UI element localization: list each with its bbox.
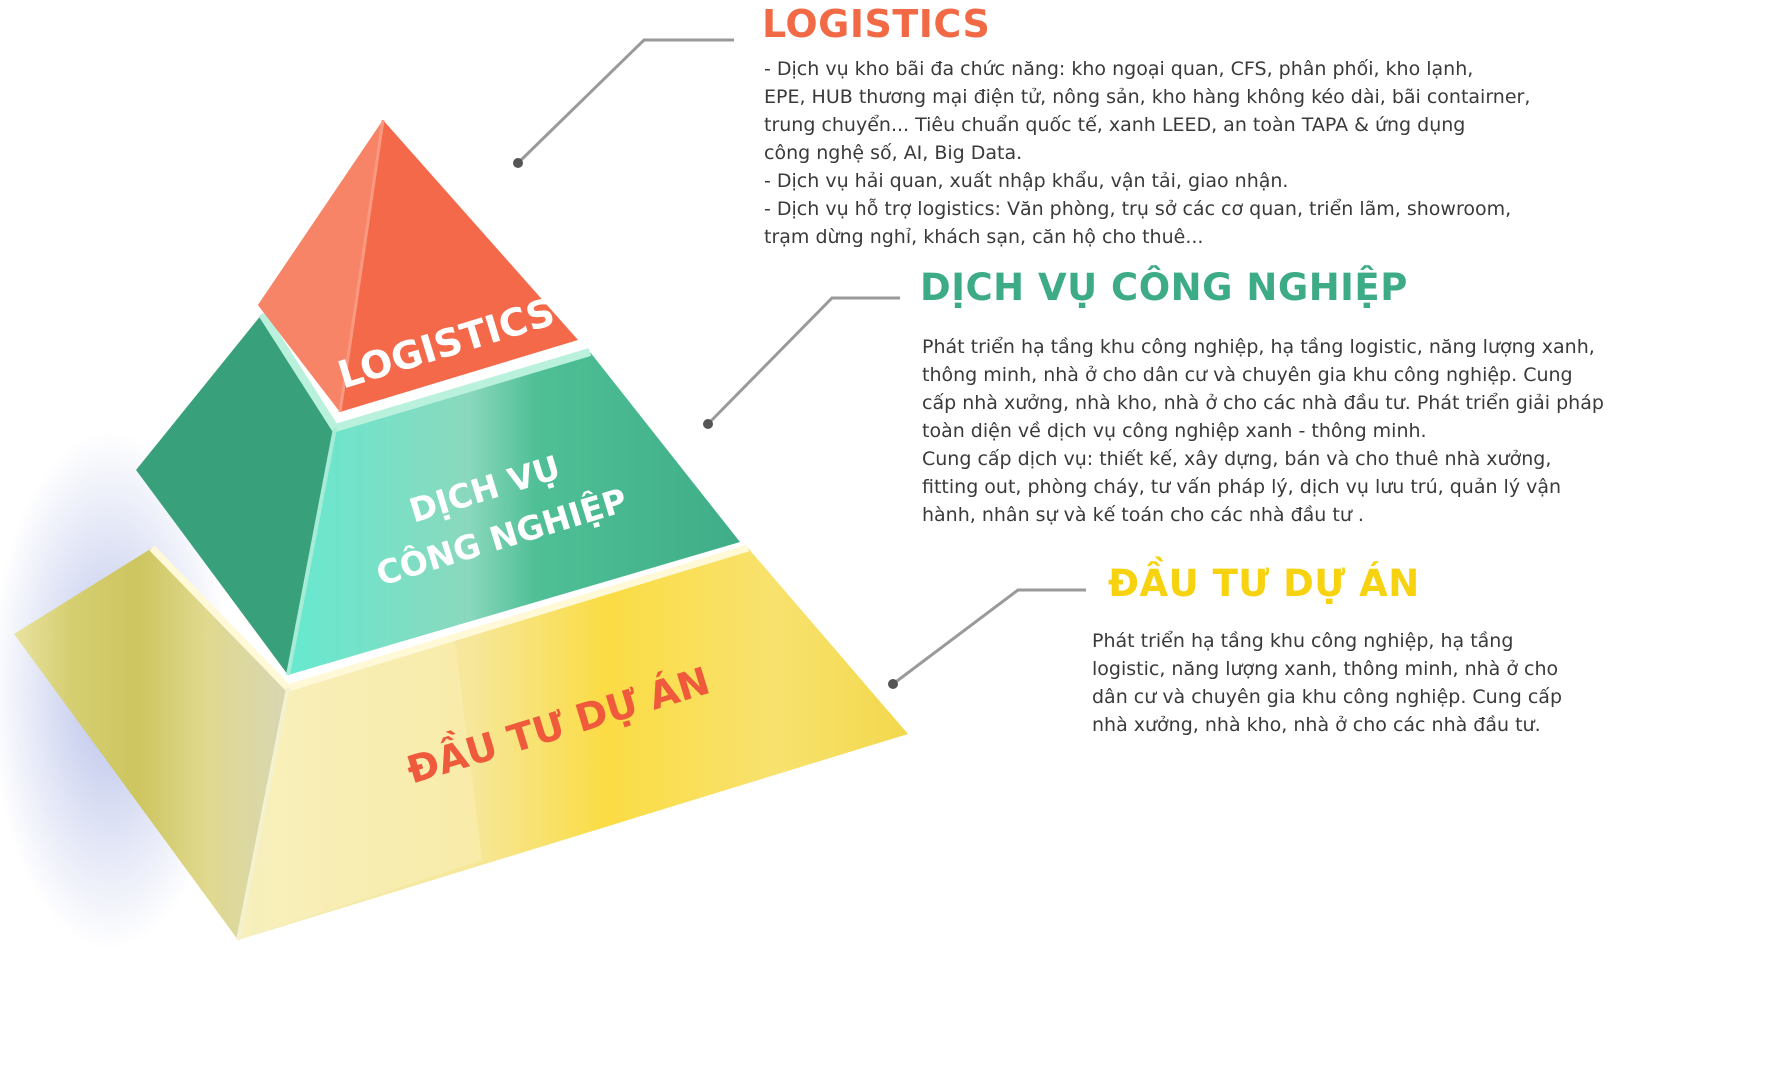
connector-investment <box>892 588 1086 686</box>
desc-industrial: Phát triển hạ tầng khu công nghiệp, hạ t… <box>922 333 1782 529</box>
middle-tier-ridge <box>286 427 337 676</box>
desc-line: fitting out, phòng cháy, tư vấn pháp lý,… <box>922 476 1562 498</box>
desc-investment: Phát triển hạ tầng khu công nghiệp, hạ t… <box>1092 627 1782 739</box>
connector-dot-logistics <box>513 158 523 168</box>
desc-line: Phát triển hạ tầng khu công nghiệp, hạ t… <box>1092 630 1514 652</box>
desc-line: trạm dừng nghỉ, khách sạn, căn hộ cho th… <box>764 226 1204 248</box>
desc-line: công nghệ số, AI, Big Data. <box>764 142 1023 164</box>
desc-logistics: - Dịch vụ kho bãi đa chức năng: kho ngoạ… <box>764 55 1764 251</box>
desc-line: hành, nhân sự và kế toán cho các nhà đầu… <box>922 504 1364 526</box>
desc-line: toàn diện về dịch vụ công nghiệp xanh - … <box>922 420 1427 442</box>
desc-line: Phát triển hạ tầng khu công nghiệp, hạ t… <box>922 336 1595 358</box>
bottom-tier-left-face <box>14 548 288 940</box>
connector-dot-industrial <box>703 419 713 429</box>
bottom-tier-ridge <box>236 687 290 941</box>
heading-logistics: LOGISTICS <box>762 2 991 46</box>
connector-industrial <box>706 296 900 426</box>
top-tier-highlight <box>258 120 383 412</box>
desc-line: cấp nhà xưởng, nhà kho, nhà ở cho các nh… <box>922 392 1604 414</box>
desc-line: dân cư và chuyên gia khu công nghiệp. Cu… <box>1092 686 1562 708</box>
bottom-tier-front-shade <box>238 640 482 940</box>
desc-line: nhà xưởng, nhà kho, nhà ở cho các nhà đầ… <box>1092 714 1541 736</box>
desc-line: - Dịch vụ kho bãi đa chức năng: kho ngoạ… <box>764 58 1474 80</box>
bottom-tier-front-face <box>238 548 908 940</box>
connector-dot-investment <box>888 679 898 689</box>
middle-tier-left-face <box>136 314 335 675</box>
desc-line: - Dịch vụ hỗ trợ logistics: Văn phòng, t… <box>764 198 1512 220</box>
desc-line: logistic, năng lượng xanh, thông minh, n… <box>1092 658 1559 680</box>
desc-line: - Dịch vụ hải quan, xuất nhập khẩu, vận … <box>764 170 1289 192</box>
desc-line: Cung cấp dịch vụ: thiết kế, xây dựng, bá… <box>922 448 1552 470</box>
top-tier-ridge <box>338 119 385 413</box>
connector-logistics <box>516 38 734 165</box>
middle-tier-front-face <box>288 352 740 675</box>
heading-industrial: DỊCH VỤ CÔNG NGHIỆP <box>920 266 1408 309</box>
desc-line: thông minh, nhà ở cho dân cư và chuyên g… <box>922 364 1573 386</box>
desc-line: trung chuyển... Tiêu chuẩn quốc tế, xanh… <box>764 114 1466 136</box>
desc-line: EPE, HUB thương mại điện tử, nông sản, k… <box>764 86 1531 108</box>
heading-investment: ĐẦU TƯ DỰ ÁN <box>1108 562 1420 605</box>
